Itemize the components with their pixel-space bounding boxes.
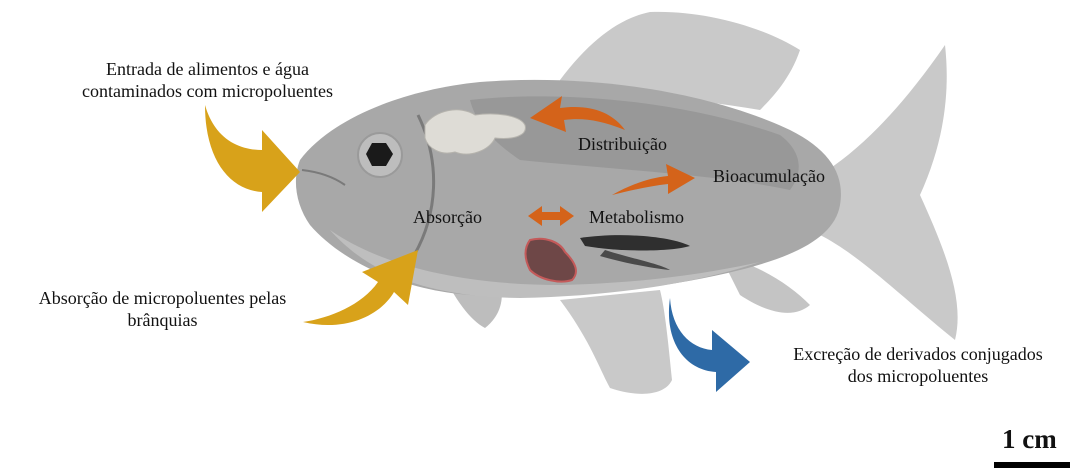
food-input-arrow (205, 105, 300, 212)
excretion-label-line1: Excreção de derivados conjugados (764, 343, 1072, 365)
excretion-label-line2: dos micropoluentes (764, 365, 1072, 387)
excretion-arrow (669, 298, 750, 392)
food-input-label: Entrada de alimentos e água contaminados… (40, 58, 375, 102)
excretion-label: Excreção de derivados conjugados dos mic… (764, 343, 1072, 387)
metabolism-label: Metabolismo (589, 206, 684, 228)
distribution-label: Distribuição (578, 133, 667, 155)
scale-bar-label: 1 cm (1002, 424, 1057, 455)
food-input-label-line2: contaminados com micropoluentes (40, 80, 375, 102)
gill-absorption-label-line2: brânquias (5, 309, 320, 331)
anal-fin (560, 290, 672, 394)
food-input-label-line1: Entrada de alimentos e água (40, 58, 375, 80)
scale-bar-line (994, 462, 1070, 468)
absorption-label: Absorção (413, 206, 482, 228)
gill-absorption-label-line1: Absorção de micropoluentes pelas (5, 287, 320, 309)
gill-absorption-label: Absorção de micropoluentes pelas brânqui… (5, 287, 320, 331)
bioaccumulation-label: Bioacumulação (713, 165, 825, 187)
